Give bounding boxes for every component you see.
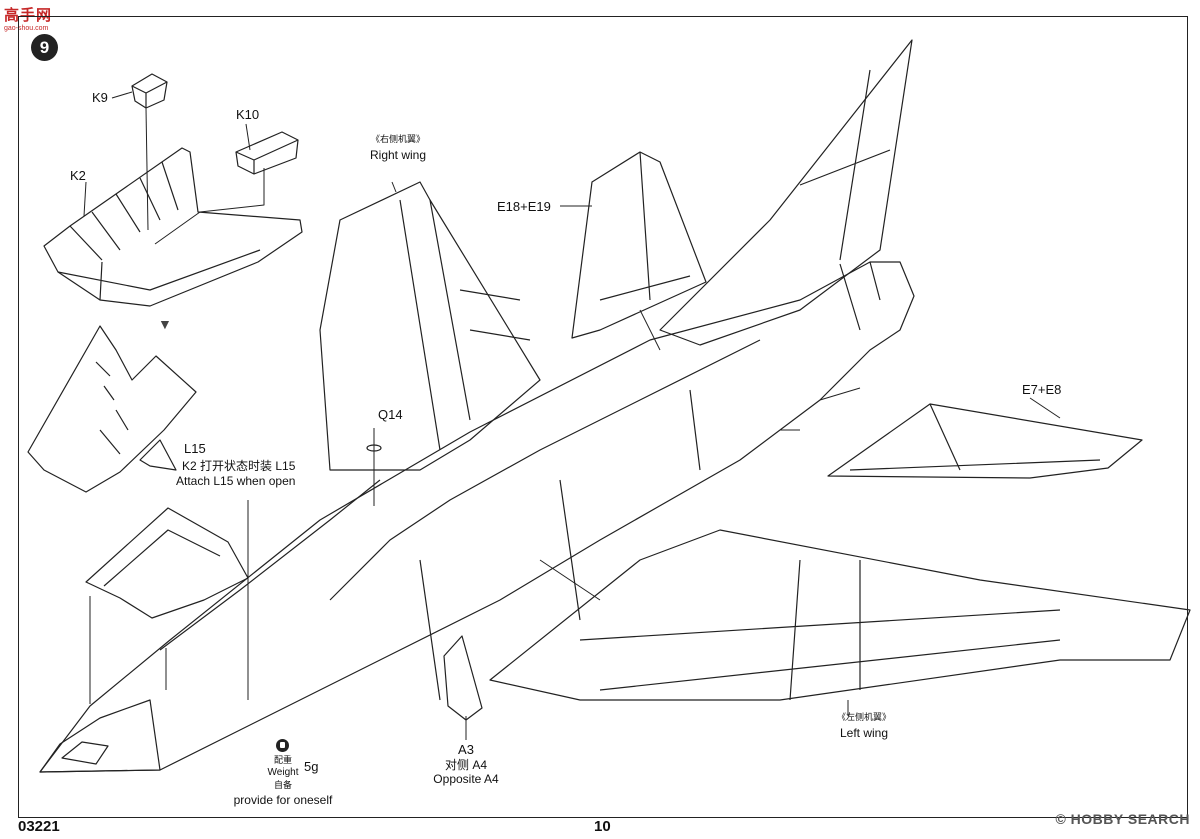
label-e18-e19: E18+E19 — [497, 199, 551, 214]
part-a3-shape — [443, 635, 483, 721]
nose-shape — [39, 699, 161, 773]
part-k9-shape — [131, 73, 168, 109]
step-badge: 9 — [31, 34, 58, 61]
label-k10: K10 — [236, 107, 260, 122]
note-k2-open-cn: K2 打开状态时装 L15 — [182, 459, 296, 473]
note-k2-open-en: Attach L15 when open — [176, 474, 296, 488]
right-wing-shape — [319, 181, 541, 471]
product-code: 03221 — [18, 818, 60, 835]
part-k10-shape — [235, 131, 299, 175]
label-a3: A3 — [458, 742, 474, 757]
part-e7-e8-shape — [827, 403, 1143, 479]
part-e18-e19-shape — [571, 151, 707, 339]
instruction-frame — [18, 16, 1188, 818]
assembly-arrows — [89, 181, 1061, 740]
label-q14: Q14 — [378, 407, 403, 422]
note-weight-cn: 配重 — [273, 755, 293, 765]
note-self-cn: 自备 — [273, 780, 293, 790]
label-l15: L15 — [184, 441, 206, 456]
down-arrow-icon: ▼ — [158, 316, 172, 332]
left-wing-shape — [489, 529, 1191, 701]
leader-lines-upper — [83, 91, 265, 245]
label-k2: K2 — [70, 168, 86, 183]
note-weight-value: 5g — [304, 759, 319, 774]
note-left-wing-cn: 《左侧机翼》 — [836, 712, 892, 722]
weight-icon — [276, 739, 289, 752]
label-e7-e8: E7+E8 — [1022, 382, 1062, 397]
part-canopy-open-shape — [27, 325, 197, 493]
note-right-wing-cn: 《右侧机翼》 — [370, 134, 426, 144]
note-right-wing-en: Right wing — [369, 148, 427, 162]
page-number: 10 — [594, 818, 611, 835]
watermark: 高手网 gao-shou.com — [4, 4, 52, 32]
note-self-en: provide for oneself — [233, 793, 333, 807]
note-opposite-en: Opposite A4 — [433, 772, 499, 786]
brand-watermark: © HOBBY SEARCH — [1055, 811, 1190, 827]
label-k9: K9 — [92, 90, 108, 105]
part-windshield-shape — [85, 507, 249, 619]
note-opposite-cn: 对侧 A4 — [444, 758, 488, 772]
part-k2-shape — [43, 147, 303, 307]
note-weight-en: Weight — [267, 767, 299, 778]
watermark-main: 高手网 — [4, 7, 53, 24]
watermark-sub: gao-shou.com — [4, 25, 49, 32]
note-left-wing-en: Left wing — [839, 726, 889, 740]
fuselage-shape — [39, 261, 915, 773]
vertical-tail-shape — [659, 39, 913, 346]
